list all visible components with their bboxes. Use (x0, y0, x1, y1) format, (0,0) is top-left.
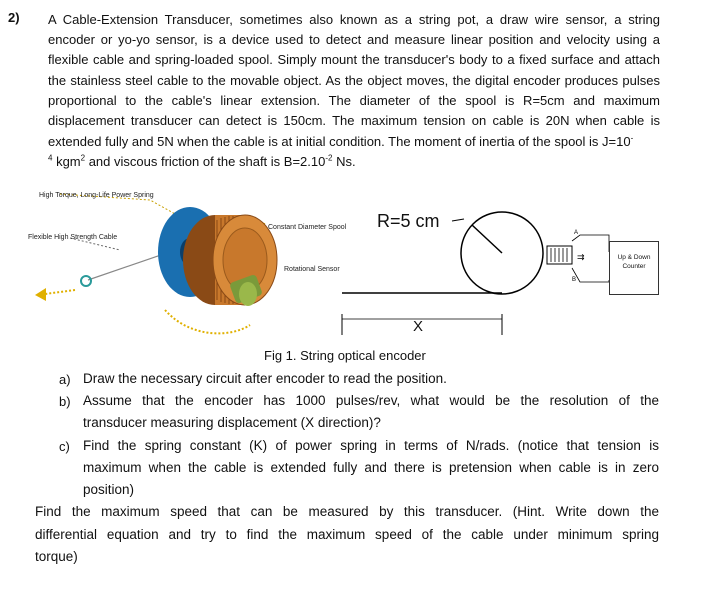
j-exponent-sign: - (630, 133, 634, 143)
counter-line-2: Counter (622, 263, 646, 270)
channel-b-label: B (572, 277, 576, 283)
cable-pointer (69, 237, 121, 251)
question-line-3: flexible cable and spring-loaded spool. … (48, 52, 660, 67)
counter-line-1: Up & Down (617, 254, 651, 261)
label-cable: Flexible High Strength Cable (28, 234, 117, 241)
channel-b-wire (571, 267, 610, 283)
radius-label: R=5 cm (377, 211, 440, 231)
channel-a-label: A (574, 230, 578, 236)
question-line-1: A Cable-Extension Transducer, sometimes … (48, 12, 660, 27)
question-line-6: displacement transducer can detect is 15… (48, 113, 660, 128)
j-exponent: 4 (48, 153, 53, 163)
friction-text: and viscous friction of the shaft is B=2… (85, 154, 326, 169)
x-label: X (413, 318, 424, 335)
question-line-4: the stainless steel cable to the movable… (48, 73, 660, 88)
part-b-line-1: Assume that the encoder has 1000 pulses/… (83, 393, 659, 408)
left-arrow-trail (44, 289, 76, 295)
question-line-7: extended fully and 5N when the cable is … (48, 132, 660, 152)
label-sensor: Rotational Sensor (284, 266, 340, 273)
final-line-2: differential equation and try to find th… (35, 527, 659, 542)
ns-text: Ns. (332, 154, 356, 169)
label-power-spring: High Torque, Long-Life Power Spring (39, 192, 154, 199)
final-line-3: torque) (35, 549, 78, 564)
figure-caption: Fig 1. String optical encoder (264, 348, 426, 363)
kgm-exponent: 2 (80, 153, 86, 163)
part-c-line-2: maximum when the cable is extended fully… (83, 460, 659, 475)
question-line-7-text: extended fully and 5N when the cable is … (48, 134, 631, 149)
up-down-counter: Up & Down Counter (609, 241, 659, 295)
question-number: 2) (8, 10, 20, 25)
part-b-mark: b) (59, 394, 71, 409)
channel-a-wire (571, 234, 610, 252)
part-c-line-1: Find the spring constant (K) of power sp… (83, 438, 659, 453)
part-a-mark: a) (59, 372, 71, 387)
question-line-5: proportional to the cable's linear exten… (48, 93, 660, 108)
encoder-block (546, 245, 573, 265)
part-a-line-1: Draw the necessary circuit after encoder… (83, 371, 447, 386)
question-line-2: encoder or yo-yo sensor, is a device use… (48, 32, 660, 47)
sensor-cap (239, 282, 257, 306)
question-line-8: 4 kgm2 and viscous friction of the shaft… (48, 152, 356, 172)
pulley-radius (471, 224, 503, 254)
part-c-line-3: position) (83, 482, 135, 497)
left-arrow-head (35, 288, 46, 301)
part-b-line-2: transducer measuring displacement (X dir… (83, 415, 381, 430)
friction-exponent: -2 (325, 153, 333, 163)
yellow-rotation-arc (164, 309, 251, 335)
cable-end-ring (80, 275, 92, 287)
radius-leader (451, 218, 465, 222)
kgm-text: kgm (52, 154, 81, 169)
final-line-1: Find the maximum speed that can be measu… (35, 504, 659, 519)
led-glyph: ⇉ (577, 253, 585, 263)
part-c-mark: c) (59, 439, 70, 454)
label-spool: Constant Diameter Spool (268, 224, 347, 231)
pulley-circle (460, 211, 544, 295)
encoder-figure: High Torque, Long-Life Power Spring Flex… (28, 192, 610, 335)
